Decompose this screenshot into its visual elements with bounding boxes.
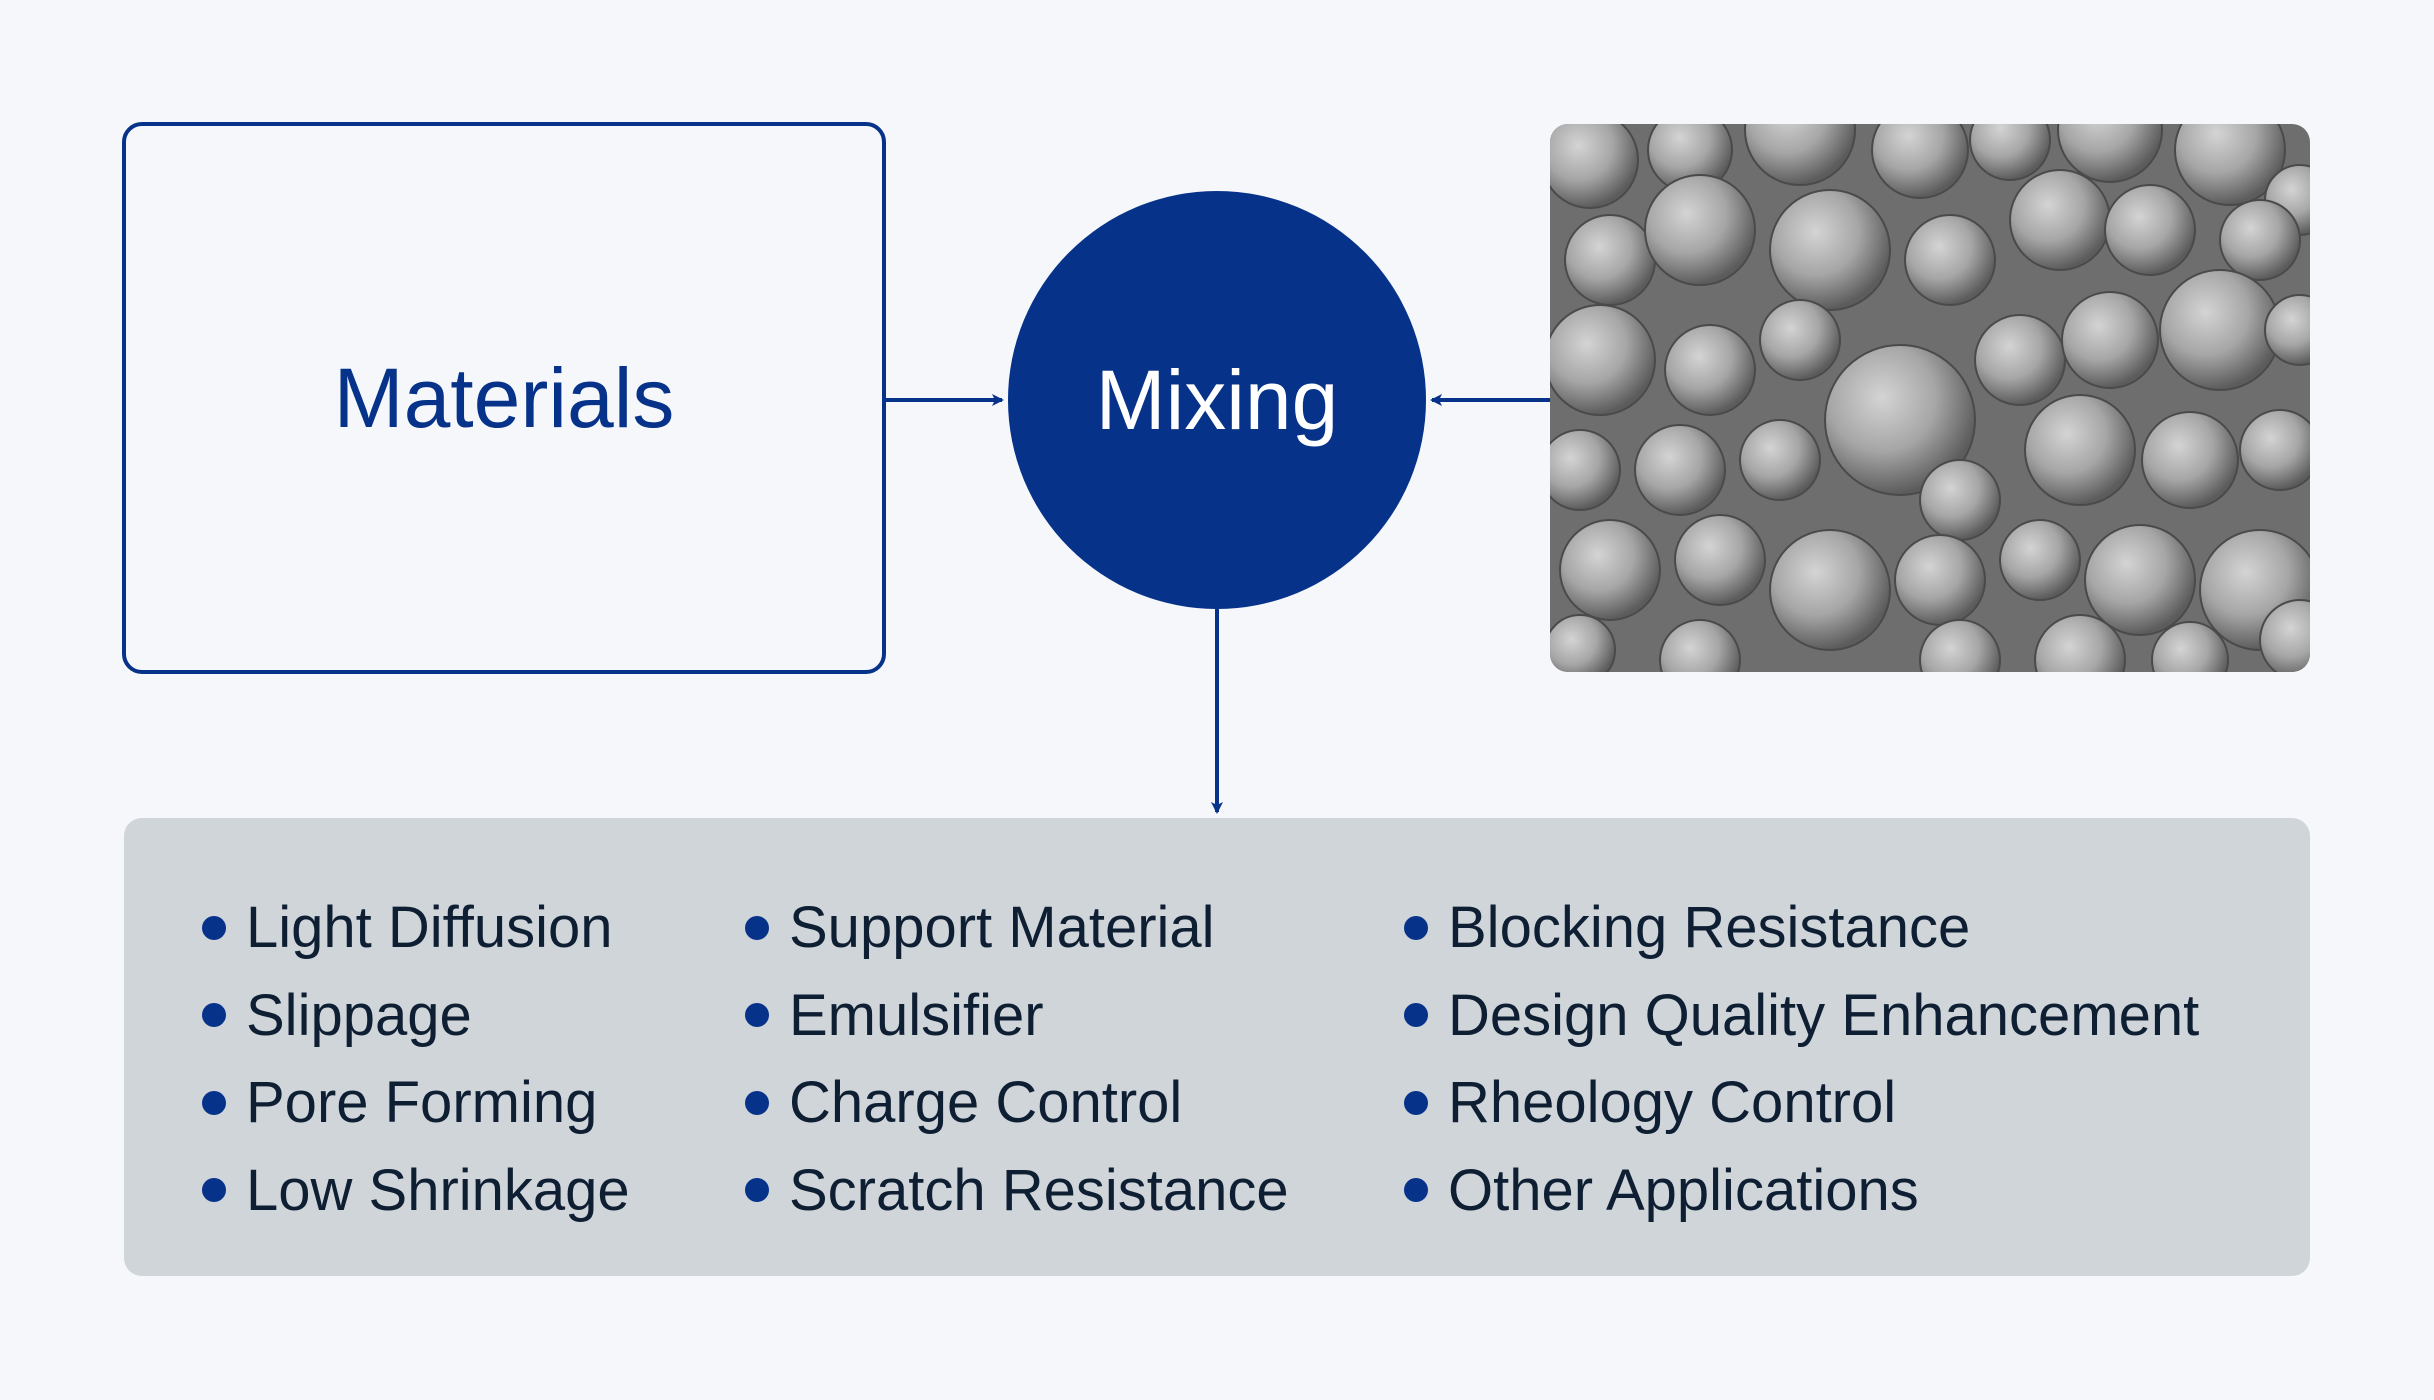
microsphere [1664,324,1756,416]
microsphere [1974,314,2066,406]
materials-label: Materials [333,350,675,445]
microsphere [1644,174,1756,286]
microsphere [1969,124,2051,181]
microsphere [1659,619,1741,672]
bullet-icon [202,1090,226,1115]
application-label: Design Quality Enhancement [1448,982,2200,1048]
microsphere [2264,294,2310,366]
application-item: Other Applications [1404,1147,2199,1235]
bullet-icon [1404,1003,1428,1028]
microsphere [1919,619,2001,672]
microsphere [2259,599,2310,672]
application-label: Slippage [246,982,472,1048]
applications-column-2: Support Material Emulsifier Charge Contr… [745,884,1289,1234]
microsphere [2061,291,2159,389]
microsphere [1564,214,1656,306]
application-label: Pore Forming [246,1070,598,1136]
microsphere [2174,124,2286,206]
application-label: Low Shrinkage [246,1157,630,1223]
microsphere [2219,199,2301,281]
microsphere [2104,184,2196,276]
microsphere [2084,524,2196,636]
microsphere [2009,169,2111,271]
application-item: Slippage [202,972,630,1060]
application-label: Other Applications [1448,1157,1919,1223]
bullet-icon [745,1003,769,1028]
microsphere [2024,394,2136,506]
microsphere [1919,459,2001,541]
bullet-icon [1404,915,1428,940]
application-label: Blocking Resistance [1448,895,1971,961]
microsphere [1550,124,1639,209]
application-item: Support Material [745,884,1289,972]
bullet-icon [1404,1090,1428,1115]
application-label: Emulsifier [789,982,1044,1048]
application-label: Light Diffusion [246,895,613,961]
microsphere [2239,409,2310,491]
microsphere [1550,429,1621,511]
application-label: Support Material [789,895,1215,961]
bullet-icon [745,1090,769,1115]
applications-column-1: Light Diffusion Slippage Pore Forming Lo… [202,884,630,1234]
application-item: Pore Forming [202,1059,630,1147]
microsphere [1769,189,1891,311]
bullet-icon [1404,1178,1428,1203]
microsphere [1894,534,1986,626]
microsphere [2159,269,2281,391]
mixing-circle [1008,191,1426,609]
microsphere [2141,411,2239,509]
microsphere [1871,124,1969,199]
application-item: Blocking Resistance [1404,884,2199,972]
applications-column-3: Blocking Resistance Design Quality Enhan… [1404,884,2199,1234]
microsphere [1550,304,1656,416]
microsphere [2057,124,2163,183]
bullet-icon [745,1178,769,1203]
microsphere [1739,419,1821,501]
microsphere [1674,514,1766,606]
microspheres-photo-icon [1550,124,2310,672]
application-label: Scratch Resistance [789,1157,1289,1223]
application-item: Charge Control [745,1059,1289,1147]
microsphere [1559,519,1661,621]
mixing-label: Mixing [1095,352,1339,447]
microsphere [1824,344,1976,496]
applications-panel: Light Diffusion Slippage Pore Forming Lo… [124,818,2310,1276]
microsphere [1759,299,1841,381]
microsphere [1634,424,1726,516]
application-item: Scratch Resistance [745,1147,1289,1235]
bullet-icon [202,1003,226,1028]
microsphere [2151,621,2229,672]
application-item: Light Diffusion [202,884,630,972]
bullet-icon [202,1178,226,1203]
microsphere [1744,124,1856,186]
application-item: Low Shrinkage [202,1147,630,1235]
bullet-icon [745,915,769,940]
microsphere [2034,614,2126,672]
application-label: Rheology Control [1448,1070,1897,1136]
bullet-icon [202,915,226,940]
microsphere [1904,214,1996,306]
microsphere [1999,519,2081,601]
microsphere [1550,614,1616,672]
microsphere [1769,529,1891,651]
application-item: Emulsifier [745,972,1289,1060]
application-label: Charge Control [789,1070,1183,1136]
application-item: Design Quality Enhancement [1404,972,2199,1060]
application-item: Rheology Control [1404,1059,2199,1147]
